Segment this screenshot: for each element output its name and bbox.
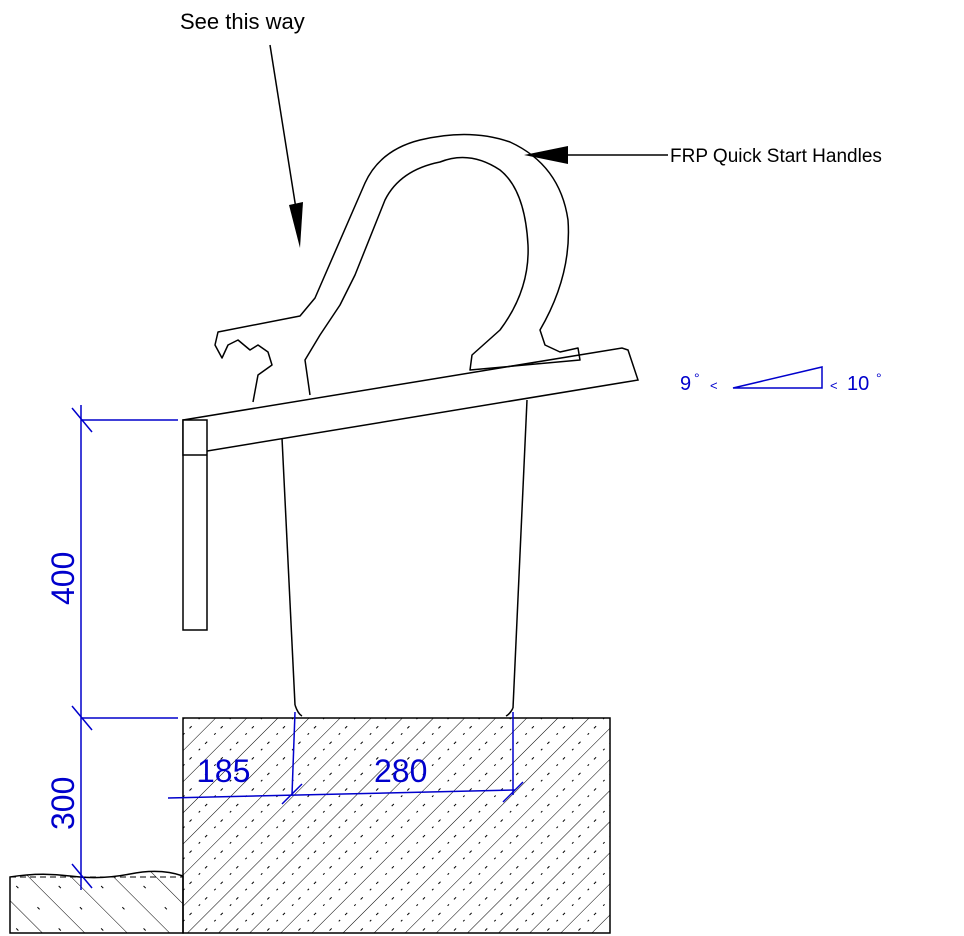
slope-max-label: 10 — [847, 373, 869, 395]
dimension-lines — [71, 405, 524, 890]
frp-handle — [214, 133, 581, 403]
slope-triangle-icon — [732, 366, 823, 389]
slope-max-symbol: < — [830, 378, 838, 393]
dimension-300: 300 — [45, 777, 81, 830]
sloped-cap-plate — [182, 347, 639, 456]
dimension-185: 185 — [197, 753, 250, 789]
ground-strip — [9, 870, 184, 934]
slope-min-degree: ° — [694, 370, 700, 386]
vertical-flange-plate — [182, 419, 208, 631]
view-direction-arrow — [269, 44, 303, 248]
dimension-280: 280 — [374, 753, 427, 789]
dimension-400: 400 — [45, 552, 81, 605]
handle-label: FRP Quick Start Handles — [670, 146, 882, 167]
foundation-block — [182, 717, 611, 934]
slope-max-degree: ° — [876, 370, 882, 386]
handle-leader — [524, 146, 668, 164]
view-direction-label: See this way — [180, 9, 305, 34]
slope-min-symbol: < — [710, 378, 718, 393]
slope-indicator: 9 ° < < 10 ° — [680, 366, 882, 395]
tapered-post — [281, 399, 528, 717]
slope-min-label: 9 — [680, 373, 691, 395]
